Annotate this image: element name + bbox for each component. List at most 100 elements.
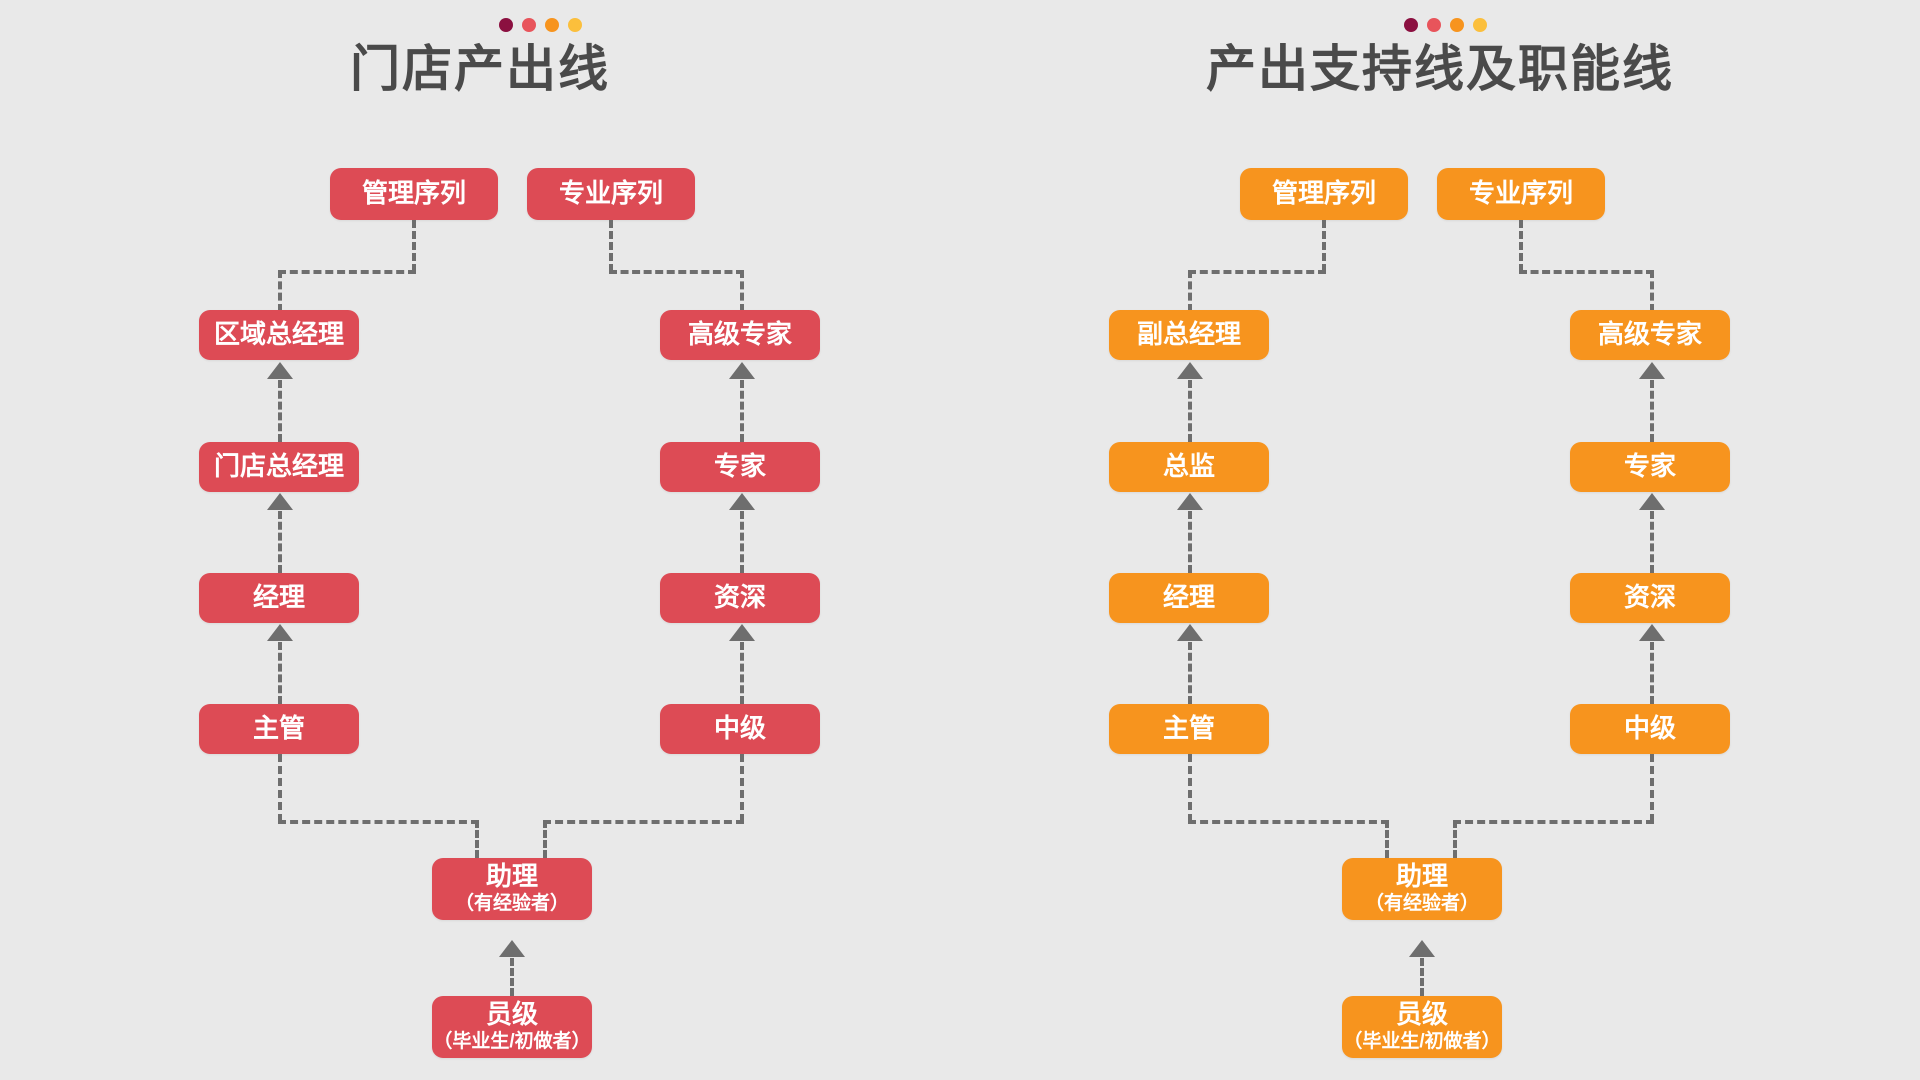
connector-assistant-left-drop bbox=[1385, 820, 1389, 858]
arrow-shaft-mgmt-3to2 bbox=[1188, 511, 1192, 573]
rung-professional-2[interactable]: 专家 bbox=[1570, 442, 1730, 492]
dot-icon-2 bbox=[1426, 18, 1441, 32]
track-header-professional[interactable]: 专业序列 bbox=[527, 168, 695, 220]
rung-label: 资深 bbox=[1623, 582, 1676, 613]
connector-mgmt-drop bbox=[1188, 270, 1192, 312]
rung-professional-3[interactable]: 资深 bbox=[660, 573, 820, 623]
arrow-head-mgmt-2to1 bbox=[1177, 362, 1203, 379]
track-header-label: 管理序列 bbox=[1271, 178, 1376, 209]
dot-icon-1 bbox=[1403, 18, 1418, 32]
rung-label: 经理 bbox=[252, 582, 305, 613]
rung-professional-1[interactable]: 高级专家 bbox=[1570, 310, 1730, 360]
rung-management-3[interactable]: 经理 bbox=[1109, 573, 1269, 623]
decorative-dots bbox=[1403, 18, 1487, 32]
rung-management-1[interactable]: 区域总经理 bbox=[199, 310, 359, 360]
panel-title: 产出支持线及职能线 bbox=[1206, 41, 1674, 97]
arrow-shaft-mgmt-4to3 bbox=[1188, 642, 1192, 704]
track-header-label: 管理序列 bbox=[361, 178, 466, 209]
rung-label: 副总经理 bbox=[1136, 319, 1241, 350]
arrow-head-mgmt-3to2 bbox=[267, 493, 293, 510]
connector-assistant-left-riser bbox=[1188, 754, 1192, 822]
connector-mgmt-stub bbox=[412, 220, 416, 272]
shared-node-assistant[interactable]: 助理 （有经验者） bbox=[432, 858, 592, 920]
connector-prof-across bbox=[609, 270, 744, 274]
rung-label: 门店总经理 bbox=[213, 451, 344, 482]
arrow-shaft-prof-3to2 bbox=[740, 511, 744, 573]
panel-title: 门店产出线 bbox=[350, 41, 610, 97]
rung-professional-2[interactable]: 专家 bbox=[660, 442, 820, 492]
connector-mgmt-drop bbox=[278, 270, 282, 312]
arrow-shaft-mgmt-2to1 bbox=[1188, 380, 1192, 442]
dot-icon-4 bbox=[567, 18, 582, 32]
decorative-dots bbox=[498, 18, 582, 32]
rung-label: 高级专家 bbox=[687, 319, 792, 350]
rung-label: 主管 bbox=[252, 713, 305, 744]
track-header-management[interactable]: 管理序列 bbox=[1240, 168, 1408, 220]
rung-label: 专家 bbox=[1623, 451, 1676, 482]
shared-node-subtitle: （有经验者） bbox=[1364, 893, 1479, 915]
connector-prof-stub bbox=[609, 220, 613, 272]
track-header-management[interactable]: 管理序列 bbox=[330, 168, 498, 220]
rung-management-3[interactable]: 经理 bbox=[199, 573, 359, 623]
arrow-head-prof-3to2 bbox=[729, 493, 755, 510]
panel-header: 产出支持线及职能线 bbox=[960, 18, 1920, 101]
connector-assistant-right-riser bbox=[1650, 754, 1654, 822]
arrow-head-prof-2to1 bbox=[1639, 362, 1665, 379]
track-header-label: 专业序列 bbox=[1468, 178, 1573, 209]
shared-node-subtitle: （有经验者） bbox=[454, 893, 569, 915]
rung-professional-4[interactable]: 中级 bbox=[660, 704, 820, 754]
shared-node-title: 助理 bbox=[1395, 861, 1448, 892]
track-header-professional[interactable]: 专业序列 bbox=[1437, 168, 1605, 220]
arrow-shaft-prof-4to3 bbox=[1650, 642, 1654, 704]
arrow-head-mgmt-4to3 bbox=[1177, 624, 1203, 641]
panel-support-and-function-line: 产出支持线及职能线 管理序列 专业序列 副总经理 总监 经理 主管 bbox=[960, 0, 1920, 1080]
arrow-shaft-entry-to-assistant bbox=[510, 958, 514, 996]
connector-assistant-left-drop bbox=[475, 820, 479, 858]
dot-icon-4 bbox=[1472, 18, 1487, 32]
connector-assistant-right-across bbox=[1453, 820, 1654, 824]
connector-prof-drop bbox=[740, 270, 744, 312]
arrow-head-prof-4to3 bbox=[729, 624, 755, 641]
connector-assistant-left-riser bbox=[278, 754, 282, 822]
rung-professional-3[interactable]: 资深 bbox=[1570, 573, 1730, 623]
arrow-shaft-prof-3to2 bbox=[1650, 511, 1654, 573]
rung-label: 经理 bbox=[1162, 582, 1215, 613]
arrow-head-entry-to-assistant bbox=[1409, 940, 1435, 957]
connector-assistant-left-across bbox=[278, 820, 479, 824]
connector-assistant-left-across bbox=[1188, 820, 1389, 824]
shared-node-entry[interactable]: 员级 （毕业生/初做者） bbox=[432, 996, 592, 1058]
arrow-shaft-mgmt-4to3 bbox=[278, 642, 282, 704]
rung-label: 高级专家 bbox=[1597, 319, 1702, 350]
connector-prof-drop bbox=[1650, 270, 1654, 312]
arrow-head-prof-3to2 bbox=[1639, 493, 1665, 510]
arrow-shaft-prof-4to3 bbox=[740, 642, 744, 704]
rung-professional-1[interactable]: 高级专家 bbox=[660, 310, 820, 360]
rung-management-1[interactable]: 副总经理 bbox=[1109, 310, 1269, 360]
arrow-head-prof-4to3 bbox=[1639, 624, 1665, 641]
arrow-shaft-prof-2to1 bbox=[1650, 380, 1654, 442]
shared-node-title: 助理 bbox=[485, 861, 538, 892]
arrow-shaft-mgmt-2to1 bbox=[278, 380, 282, 442]
arrow-head-mgmt-2to1 bbox=[267, 362, 293, 379]
rung-label: 中级 bbox=[1623, 713, 1676, 744]
shared-node-title: 员级 bbox=[1395, 999, 1448, 1030]
rung-management-4[interactable]: 主管 bbox=[199, 704, 359, 754]
shared-node-title: 员级 bbox=[485, 999, 538, 1030]
shared-node-assistant[interactable]: 助理 （有经验者） bbox=[1342, 858, 1502, 920]
connector-assistant-right-riser bbox=[740, 754, 744, 822]
rung-label: 主管 bbox=[1162, 713, 1215, 744]
connector-assistant-right-drop bbox=[1453, 820, 1457, 858]
rung-management-2[interactable]: 门店总经理 bbox=[199, 442, 359, 492]
connector-mgmt-across bbox=[278, 270, 416, 274]
arrow-head-prof-2to1 bbox=[729, 362, 755, 379]
rung-management-4[interactable]: 主管 bbox=[1109, 704, 1269, 754]
shared-node-entry[interactable]: 员级 （毕业生/初做者） bbox=[1342, 996, 1502, 1058]
rung-management-2[interactable]: 总监 bbox=[1109, 442, 1269, 492]
rung-professional-4[interactable]: 中级 bbox=[1570, 704, 1730, 754]
connector-prof-across bbox=[1519, 270, 1654, 274]
rung-label: 总监 bbox=[1162, 451, 1215, 482]
connector-prof-stub bbox=[1519, 220, 1523, 272]
connector-assistant-right-drop bbox=[543, 820, 547, 858]
rung-label: 区域总经理 bbox=[213, 319, 344, 350]
